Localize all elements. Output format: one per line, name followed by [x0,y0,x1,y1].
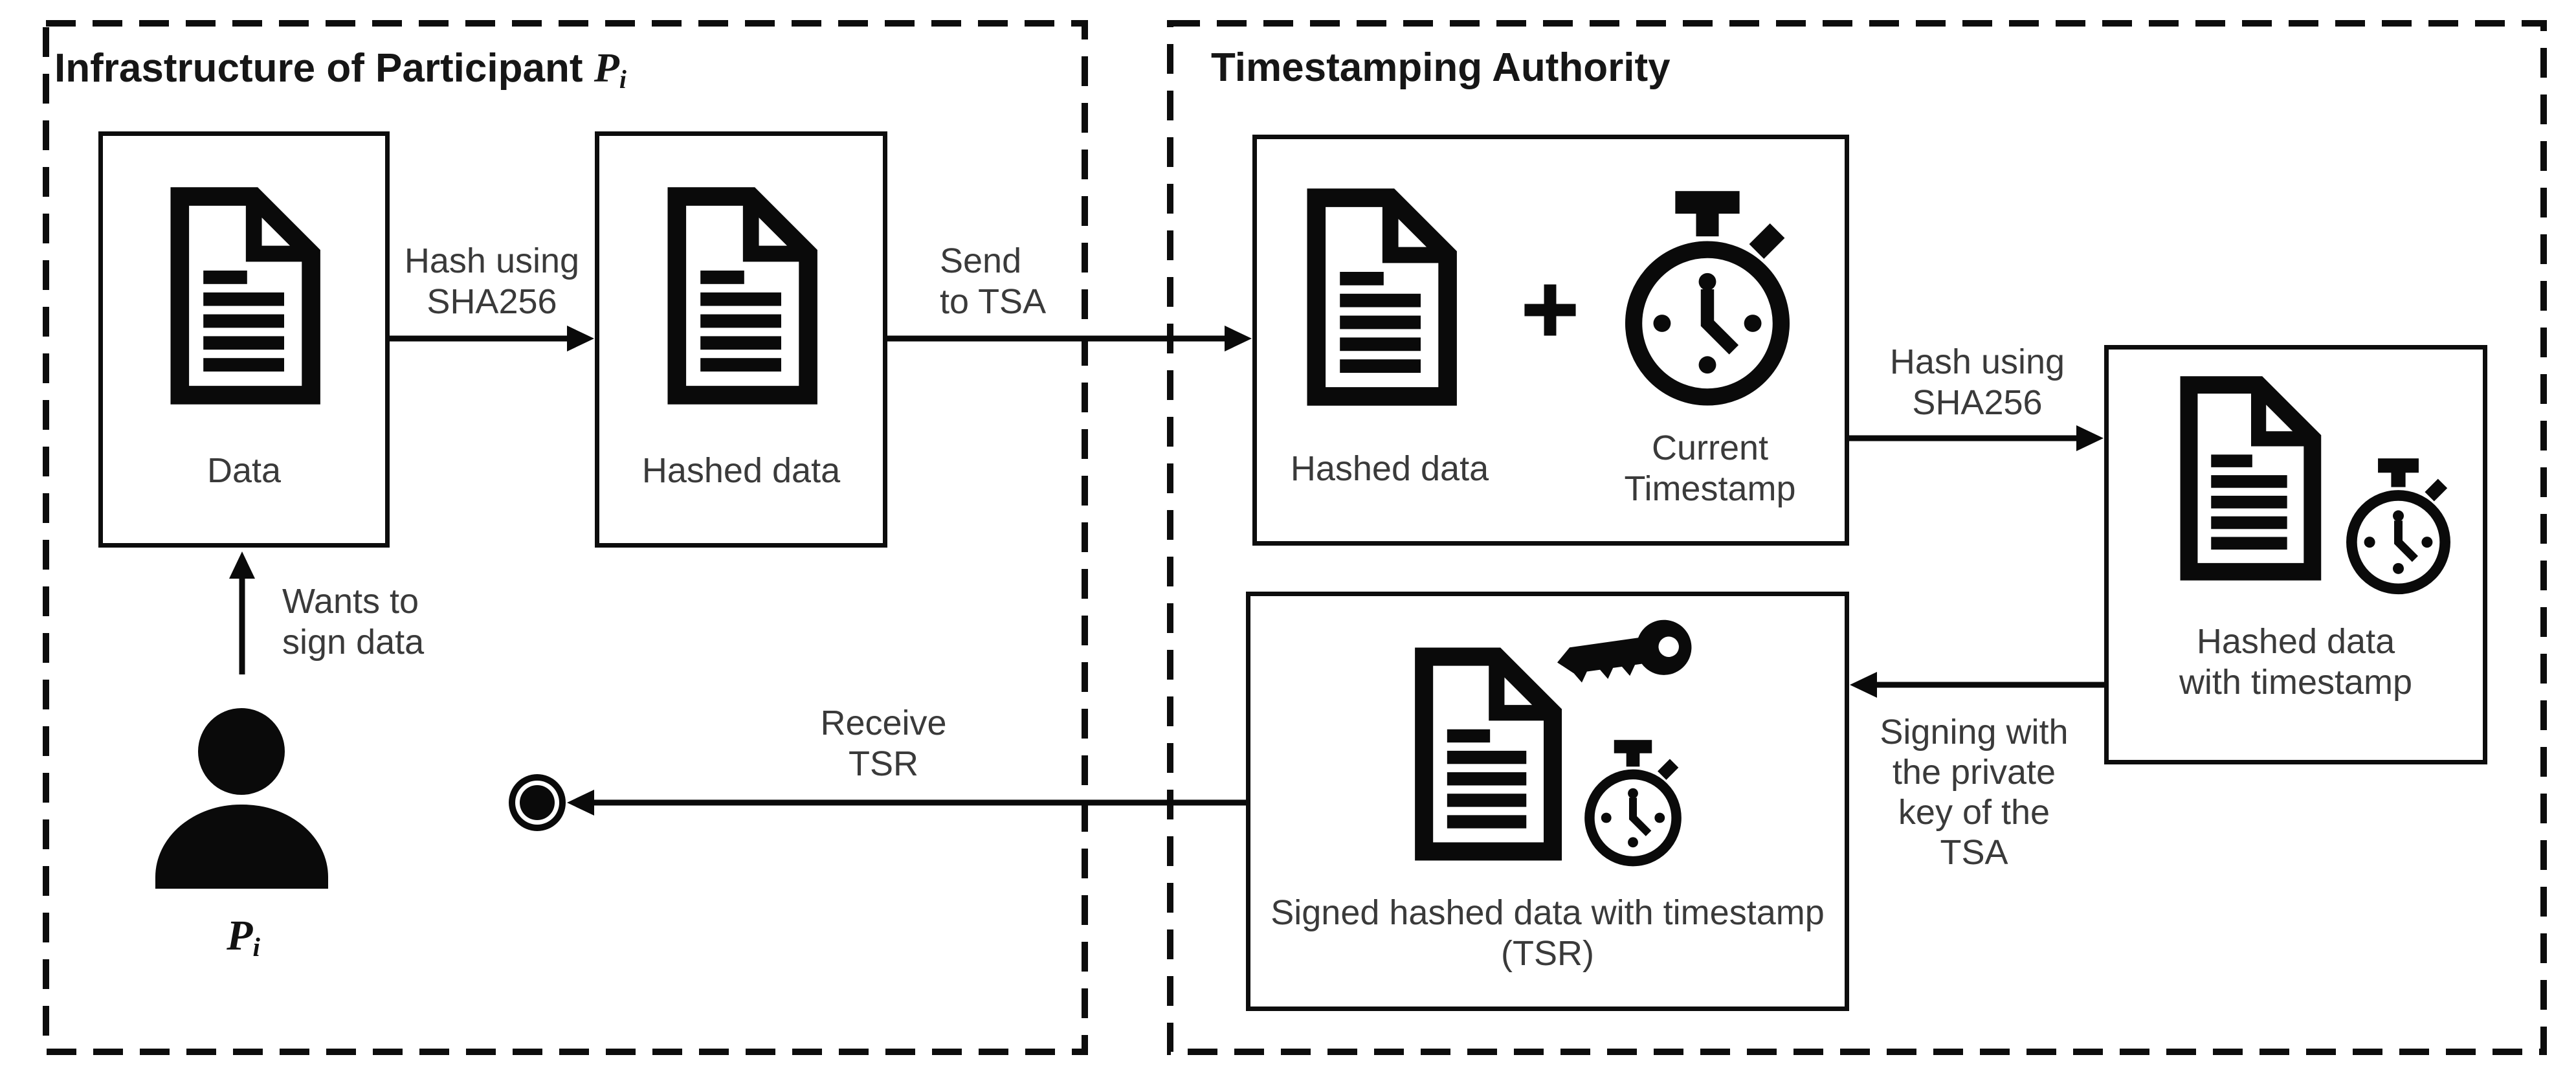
stopwatch-icon [1577,740,1689,868]
hashed-data-node-label: Hashed data [641,451,841,490]
tsa-boundary [1167,20,2547,1055]
hashed-timestamp-node: Hashed data with timestamp [2104,345,2487,764]
tsr-node: Signed hashed data with timestamp (TSR) [1246,592,1849,1011]
key-icon [1546,612,1696,695]
combine-timestamp-label: Current Timestamp [1624,428,1796,508]
edge-label-hash-left: Hash using SHA256 [404,241,580,321]
participant-symbol: Pi [594,45,627,94]
data-node-label: Data [206,451,282,490]
participant-boundary [43,20,1088,1055]
document-icon [1294,188,1463,406]
receive-endpoint-core [520,785,555,820]
receive-endpoint-icon [509,774,566,831]
participant-region-title: Infrastructure of Participant Pi [54,45,627,102]
document-icon [158,186,326,405]
participant-title-text: Infrastructure of Participant [54,46,583,91]
combine-node: Hashed data Current Timestamp [1252,135,1849,546]
data-node: Data [98,131,390,548]
edge-label-send: Send to TSA [940,241,1047,321]
document-icon [655,186,823,405]
tsa-region-title: Timestamping Authority [1211,45,1671,90]
stopwatch-icon [2338,458,2458,596]
document-icon [2168,375,2327,581]
combine-doc-label: Hashed data [1290,449,1489,488]
edge-label-receive: Receive TSR [820,704,947,783]
edge-label-signing: Signing with the private key of the TSA [1880,713,2069,872]
stopwatch-icon [1613,191,1802,408]
actor-label: Pi [227,912,260,962]
person-icon-head [198,708,285,795]
hashed-data-node: Hashed data [595,131,887,548]
edge-label-wants: Wants to sign data [282,582,425,662]
document-icon [1403,647,1568,862]
hashed-timestamp-node-label: Hashed data with timestamp [2179,622,2413,702]
tsr-node-label: Signed hashed data with timestamp (TSR) [1271,893,1825,973]
edge-label-hash-right: Hash using SHA256 [1889,342,2065,422]
key-icon-glyph [1546,612,1696,695]
plus-icon [1522,282,1578,338]
